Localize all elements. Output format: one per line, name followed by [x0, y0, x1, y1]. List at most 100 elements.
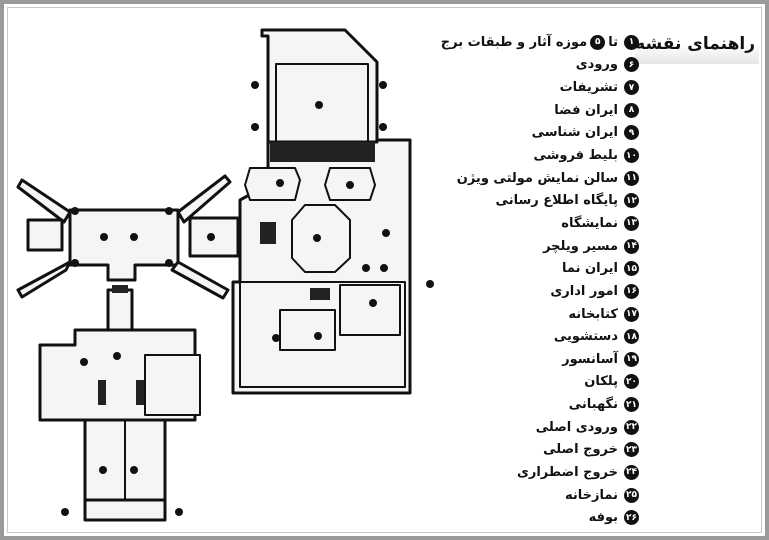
legend-label: مسیر ویلچر: [543, 238, 618, 254]
legend-label: نگهبانی: [568, 397, 618, 413]
marker: [100, 233, 108, 241]
number-badge: ۲۴: [624, 464, 639, 480]
legend-range-word: تا: [608, 34, 618, 50]
stairs-south: [310, 288, 330, 300]
marker: [165, 259, 173, 267]
number-badge: ۱۳: [624, 215, 639, 231]
cross-hub: [68, 208, 180, 282]
legend-label: کتابخانه: [568, 306, 618, 322]
legend-label: خروج اضطراری: [516, 464, 618, 480]
lower-right-rooms: [144, 354, 201, 416]
stairs-tower: [270, 142, 375, 162]
marker: [379, 123, 387, 131]
number-badge: ۱۷: [624, 306, 639, 322]
legend-title: راهنمای نقشه: [635, 30, 759, 64]
marker: [251, 123, 259, 131]
legend-label: ایران شناسی: [531, 125, 618, 141]
legend-label: تشریفات: [559, 80, 618, 96]
marker: [382, 229, 390, 237]
west-room: [26, 218, 64, 252]
legend-label: آسانسور: [562, 351, 618, 367]
legend-label: موزه آثار و طبقات برج: [440, 34, 588, 50]
legend-item: ۸ ایران فضا: [379, 99, 639, 122]
legend-label: ورودی: [575, 57, 618, 73]
exhibition-octagon: [291, 204, 351, 273]
marker: [251, 81, 259, 89]
marker: [314, 332, 322, 340]
legend-item-1-5: ۱ تا ۵ موزه آثار و طبقات برج: [379, 31, 639, 54]
plan-markers: [61, 81, 434, 516]
legend-label: ایران فضا: [554, 102, 618, 118]
room-south: [279, 309, 336, 351]
room-east: [339, 284, 401, 336]
marker: [313, 234, 321, 242]
number-badge: ۱۹: [624, 351, 639, 367]
stairs-west: [260, 222, 276, 244]
legend-label: پایگاه اطلاع رسانی: [495, 193, 618, 209]
number-badge: ۱۲: [624, 193, 639, 209]
stairs-cross: [112, 285, 128, 293]
number-badge: ۶: [624, 57, 639, 73]
hall-left: [244, 167, 301, 201]
marker: [379, 81, 387, 89]
marker: [272, 334, 280, 342]
number-badge: ۲۶: [624, 510, 639, 526]
number-badge: ۲۵: [624, 487, 639, 503]
arm-ne: [176, 174, 232, 224]
legend-item: ۶ ورودی: [379, 54, 639, 77]
legend-item: ۱۷ کتابخانه: [379, 303, 639, 326]
legend-item: ۱۲ پایگاه اطلاع رسانی: [379, 189, 639, 212]
stairs-lower-left: [98, 380, 106, 405]
number-badge: ۱۶: [624, 283, 639, 299]
legend-label: دستشویی: [553, 329, 618, 345]
stairs-lower-right: [136, 380, 144, 405]
marker: [362, 264, 370, 272]
marker: [207, 233, 215, 241]
legend-label: پلکان: [584, 374, 618, 390]
legend-item: ۲۰ پلکان: [379, 371, 639, 394]
marker: [369, 299, 377, 307]
marker: [113, 352, 121, 360]
marker: [175, 508, 183, 516]
legend-item: ۹ ایران شناسی: [379, 122, 639, 145]
legend-label: نمایشگاه: [561, 215, 618, 231]
legend-item: ۷ تشریفات: [379, 76, 639, 99]
number-badge: ۲۳: [624, 442, 639, 458]
legend-label: بلیط فروشی: [533, 148, 618, 164]
marker: [80, 358, 88, 366]
marker: [130, 233, 138, 241]
number-badge: ۱۴: [624, 238, 639, 254]
arm-sw: [16, 260, 72, 299]
legend-item: ۱۴ مسیر ویلچر: [379, 235, 639, 258]
number-badge: ۸: [624, 102, 639, 118]
legend-item: ۱۸ دستشویی: [379, 325, 639, 348]
marker: [380, 264, 388, 272]
number-badge: ۵: [590, 34, 606, 50]
number-badge: ۷: [624, 80, 639, 96]
marker: [61, 508, 69, 516]
arm-se: [170, 260, 230, 300]
number-badge: ۲۰: [624, 374, 639, 390]
marker: [346, 181, 354, 189]
legend-label: امور اداری: [550, 283, 618, 299]
marker: [426, 280, 434, 288]
number-badge: ۱۸: [624, 329, 639, 345]
marker: [99, 466, 107, 474]
marker: [165, 207, 173, 215]
marker: [71, 259, 79, 267]
marker: [276, 179, 284, 187]
number-badge: ۹: [624, 125, 639, 141]
legend-label: ایران نما: [562, 261, 618, 277]
number-badge: ۱۱: [624, 170, 639, 186]
legend-item: ۱۳ نمایشگاه: [379, 212, 639, 235]
marker: [315, 101, 323, 109]
number-badge: ۲۲: [624, 419, 639, 435]
arm-nw: [16, 178, 72, 224]
